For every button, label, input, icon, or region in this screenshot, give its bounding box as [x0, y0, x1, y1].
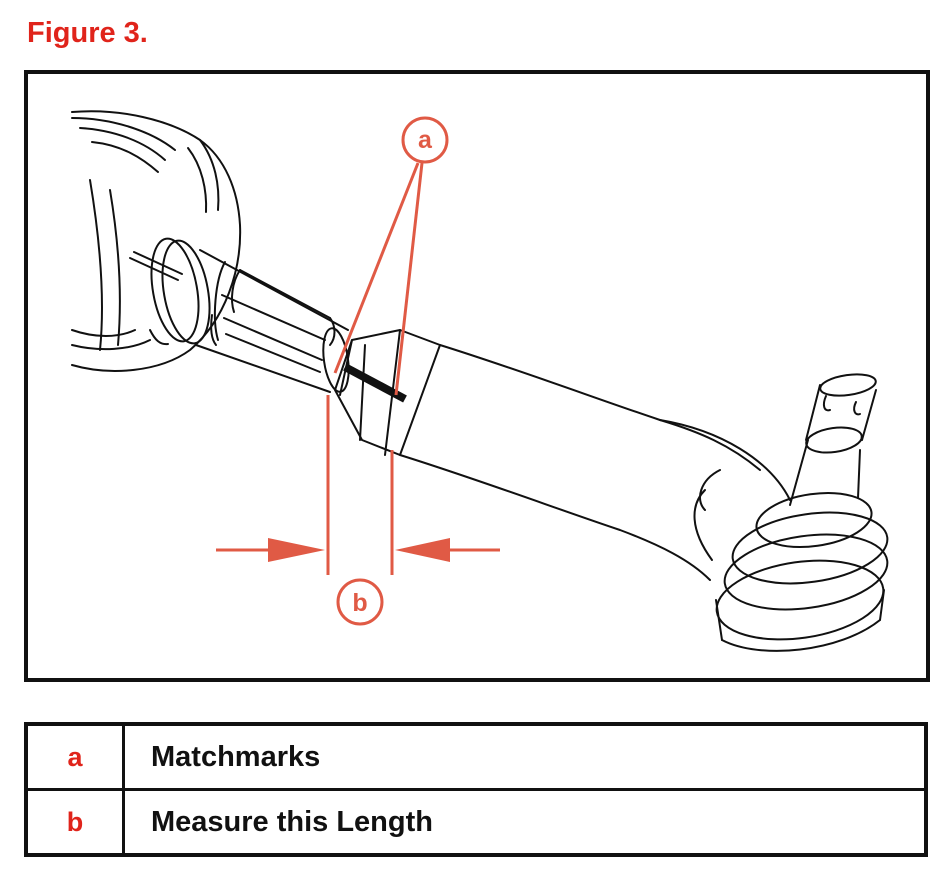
ball-joint: [715, 373, 889, 652]
legend-description: Matchmarks: [122, 722, 928, 791]
steering-rack-boot: [71, 110, 242, 372]
legend-key: b: [24, 788, 125, 857]
callout-b-label: b: [352, 589, 367, 617]
legend-row: b Measure this Length: [24, 788, 928, 857]
callout-a-label: a: [418, 126, 433, 154]
tie-rod-illustration: a b: [71, 110, 889, 652]
dimension-b: b: [216, 395, 500, 626]
figure-title: Figure 3.: [27, 17, 148, 49]
outer-tie-rod-end: [399, 344, 791, 581]
inner-tie-rod: [195, 249, 350, 393]
legend-description: Measure this Length: [122, 788, 928, 857]
callout-a: a: [333, 116, 449, 396]
legend-table: a Matchmarks b Measure this Length: [24, 722, 928, 857]
boot-clamp: [129, 237, 211, 346]
legend-key: a: [24, 722, 125, 791]
diagram-frame: a b: [24, 70, 930, 682]
legend-row: a Matchmarks: [24, 722, 928, 791]
